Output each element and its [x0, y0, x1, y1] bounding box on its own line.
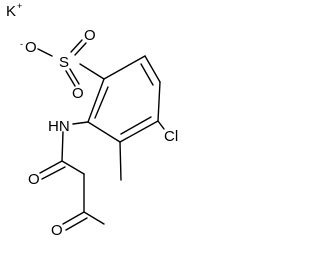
- bond-s-o-top-b: [74, 42, 87, 56]
- ketone-oxygen-label: O: [51, 222, 63, 239]
- ring-bond-c2-c3: [144, 55, 161, 83]
- bond-c-methyl: [119, 141, 122, 181]
- ring-bond-c4-c5: [119, 120, 159, 143]
- bonds: [37, 39, 165, 231]
- bond-ketone-methyl: [83, 211, 105, 225]
- amide-nh-label: HN: [48, 118, 70, 135]
- ring-bond-c5-c6: [87, 121, 121, 143]
- ring-bond-c1-c2: [103, 55, 146, 80]
- bond-carbonyl-o-b: [41, 166, 66, 180]
- chlorine-label: Cl: [164, 128, 178, 145]
- bond-s-o-bottom-b: [65, 70, 76, 87]
- oxygen-top-label: O: [84, 27, 96, 44]
- chemical-structure: K + O - S O O HN Cl O O: [6, 1, 178, 239]
- bond-ketone-o-b: [65, 217, 88, 231]
- bond-s-o-top-a: [70, 39, 83, 53]
- potassium-charge: +: [17, 1, 22, 11]
- ring-bond-c2-c3-inner: [140, 63, 154, 86]
- amide-oxygen-label: O: [28, 171, 40, 188]
- oxygen-charge: -: [20, 39, 23, 49]
- ring-bond-c3-c4: [157, 81, 161, 122]
- bond-s-ring: [79, 63, 105, 80]
- oxygen-bottom-label: O: [72, 85, 84, 102]
- bond-s-o-bottom-a: [69, 68, 80, 85]
- potassium-label: K: [6, 3, 16, 20]
- ring-bond-c6-c1-inner: [94, 86, 109, 119]
- sulfur-label: S: [59, 54, 69, 71]
- bond-s-o-charged: [37, 48, 53, 57]
- bond-ring-n: [72, 121, 89, 125]
- oxygen-charged-label: O: [25, 39, 37, 56]
- bond-n-carbonyl: [61, 131, 64, 162]
- ring-bond-c6-c1: [87, 78, 105, 123]
- bond-carbonyl-o-a: [39, 160, 63, 174]
- bond-carbonyl-ch2: [61, 160, 85, 175]
- ring-bond-c4-c5-inner: [120, 116, 152, 135]
- bond-ketone-o-a: [62, 211, 85, 225]
- bond-c-cl: [157, 120, 165, 130]
- atom-labels: K + O - S O O HN Cl O O: [6, 1, 178, 239]
